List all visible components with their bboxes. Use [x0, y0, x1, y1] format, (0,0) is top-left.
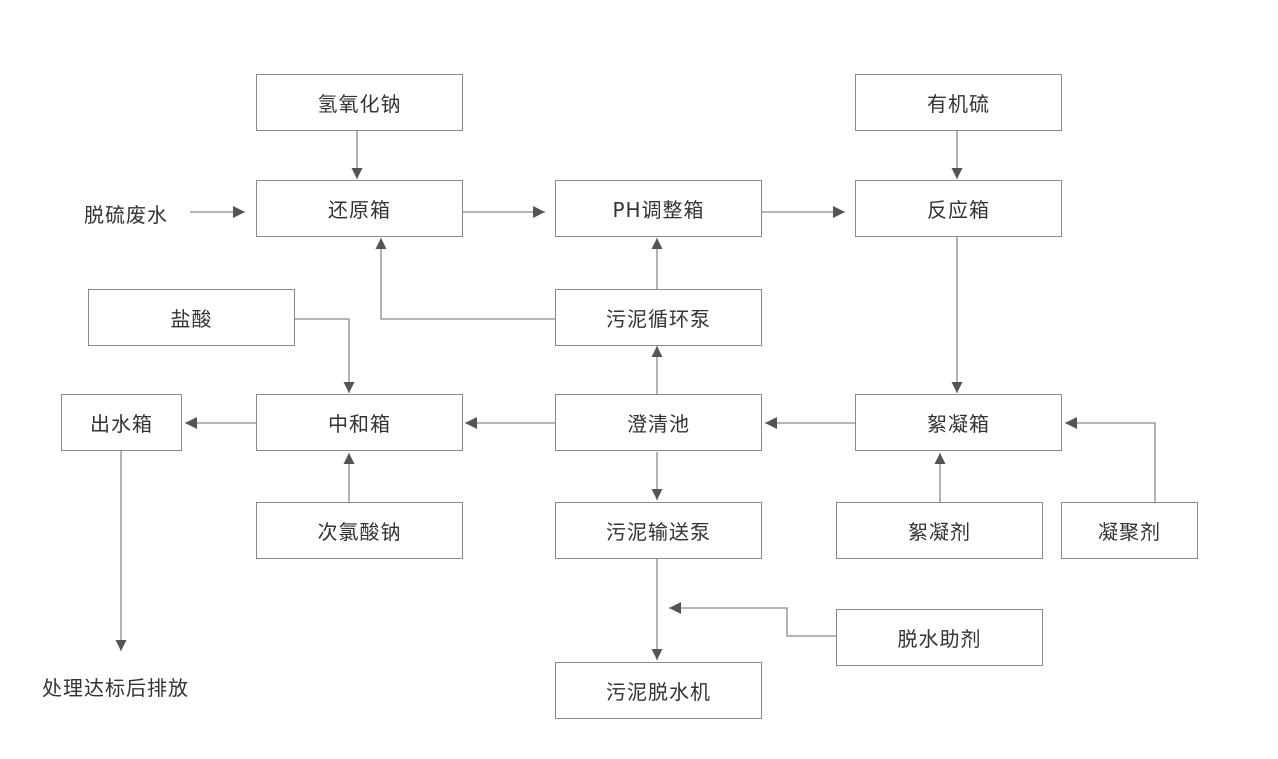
node-ph-tank: PH调整箱 — [555, 180, 762, 237]
node-flocculation-tank: 絮凝箱 — [855, 394, 1062, 451]
node-organic-sulfur: 有机硫 — [855, 74, 1062, 131]
node-coagulant: 凝聚剂 — [1061, 502, 1198, 559]
node-hcl: 盐酸 — [88, 289, 295, 346]
node-reaction-tank: 反应箱 — [855, 180, 1062, 237]
node-flocculant: 絮凝剂 — [836, 502, 1043, 559]
label-outlet: 处理达标后排放 — [42, 676, 189, 700]
arrow-hcl-to-neutralization — [295, 318, 355, 393]
node-dewatering-aid: 脱水助剂 — [836, 609, 1043, 666]
arrow-coagulant-to-flocculation — [1065, 417, 1156, 502]
node-reduction-tank: 还原箱 — [256, 180, 463, 237]
node-neutralization-tank: 中和箱 — [256, 394, 463, 451]
node-clarifier: 澄清池 — [555, 394, 762, 451]
arrow-recirc-to-reduction — [375, 238, 555, 320]
node-naclo: 次氯酸钠 — [256, 502, 463, 559]
node-sludge-transfer-pump: 污泥输送泵 — [555, 502, 762, 559]
node-outlet-tank: 出水箱 — [61, 394, 182, 451]
node-naoh: 氢氧化钠 — [256, 74, 463, 131]
label-inlet: 脱硫废水 — [84, 203, 168, 227]
arrow-dewatering-aid-to-line — [669, 602, 836, 637]
node-sludge-dewaterer: 污泥脱水机 — [555, 662, 762, 719]
node-sludge-recirc-pump: 污泥循环泵 — [555, 289, 762, 346]
